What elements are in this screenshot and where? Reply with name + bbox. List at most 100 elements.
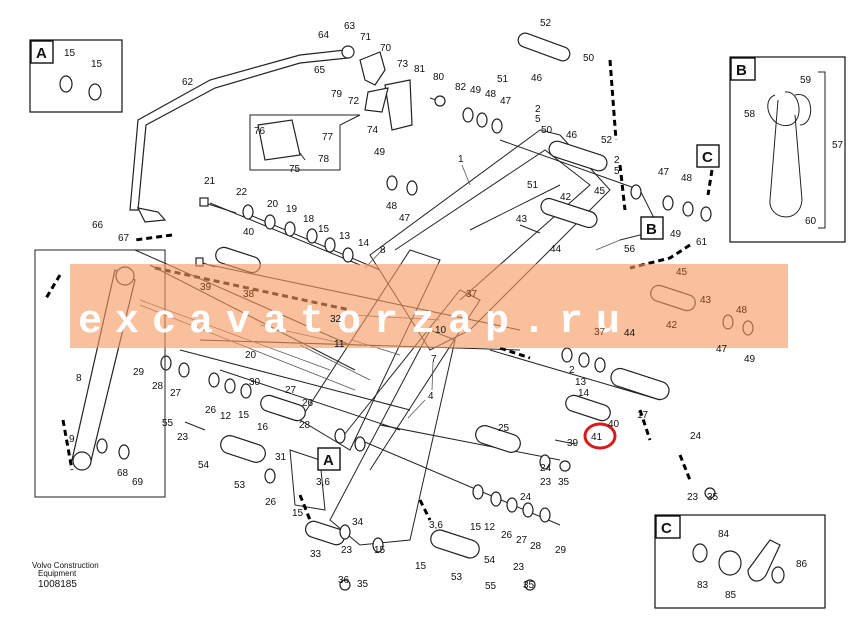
part-labels: 52 50 51 46 63 64 71 70 65 73 81 80 79 7… — [69, 18, 756, 592]
label-15d: 15 — [470, 522, 482, 533]
label-61: 61 — [696, 237, 708, 248]
label-18: 18 — [303, 214, 315, 225]
label-73: 73 — [397, 59, 409, 70]
watermark-text: excavatorzap.ru — [78, 300, 633, 345]
label-23d: 23 — [341, 545, 353, 556]
label-35d: 35 — [523, 580, 535, 591]
detail-c-label-84: 84 — [718, 529, 730, 540]
label-72: 72 — [348, 96, 360, 107]
label-5: 5 — [535, 114, 541, 125]
label-30: 30 — [249, 377, 261, 388]
label-46b: 46 — [566, 130, 578, 141]
label-46: 46 — [531, 73, 543, 84]
detail-panel-b: B 59 58 57 60 — [729, 56, 846, 243]
label-38: 38 — [243, 289, 255, 300]
label-35b: 35 — [707, 492, 719, 503]
label-23: 23 — [177, 432, 189, 443]
label-26: 26 — [302, 398, 314, 409]
label-53: 53 — [234, 480, 246, 491]
label-49c: 49 — [670, 229, 682, 240]
bracket-70-74 — [359, 51, 413, 131]
label-70: 70 — [380, 43, 392, 54]
label-64: 64 — [318, 30, 330, 41]
label-50: 50 — [583, 53, 595, 64]
label-49d: 49 — [744, 354, 756, 365]
label-62: 62 — [182, 77, 194, 88]
label-4: 4 — [428, 391, 434, 402]
label-63: 63 — [344, 21, 356, 32]
label-20: 20 — [267, 199, 279, 210]
label-8b: 8 — [76, 373, 82, 384]
label-39b: 39 — [567, 438, 579, 449]
label-48: 48 — [485, 89, 497, 100]
label-22: 22 — [236, 187, 248, 198]
label-15b: 15 — [238, 410, 250, 421]
label-40: 40 — [243, 227, 255, 238]
label-48c: 48 — [386, 201, 398, 212]
label-39: 39 — [200, 282, 212, 293]
detail-a-label-15b: 15 — [91, 59, 103, 70]
label-36: 36 — [338, 575, 350, 586]
label-47b: 47 — [658, 167, 670, 178]
label-43b: 43 — [700, 295, 712, 306]
detail-b-label-60: 60 — [805, 216, 817, 227]
label-47c: 47 — [399, 213, 411, 224]
label-68: 68 — [117, 468, 129, 479]
detail-b-label-59: 59 — [800, 75, 812, 86]
label-3-6b: 3,6 — [429, 520, 443, 531]
detail-b-label-58: 58 — [744, 109, 756, 120]
label-66: 66 — [92, 220, 104, 231]
label-49: 49 — [470, 85, 482, 96]
label-75: 75 — [289, 164, 301, 175]
label-29: 29 — [133, 367, 145, 378]
label-23c: 23 — [687, 492, 699, 503]
label-44b: 44 — [624, 328, 636, 339]
label-79: 79 — [331, 89, 343, 100]
label-31: 31 — [275, 452, 287, 463]
label-12b: 12 — [484, 522, 496, 533]
label-35: 35 — [558, 477, 570, 488]
label-3-6: 3,6 — [316, 477, 330, 488]
label-2b: 2 — [614, 155, 620, 166]
label-71: 71 — [360, 32, 372, 43]
label-26c: 26 — [265, 497, 277, 508]
callout-tags: C B A — [317, 144, 720, 471]
label-51b: 51 — [527, 180, 539, 191]
label-69: 69 — [132, 477, 144, 488]
label-54: 54 — [198, 460, 210, 471]
detail-tag-b: B — [736, 62, 747, 79]
label-15: 15 — [318, 224, 330, 235]
label-74: 74 — [367, 125, 379, 136]
label-55b: 55 — [485, 581, 497, 592]
highlight-circle-41 — [583, 422, 617, 450]
footer-maker: Volvo Construction — [32, 561, 99, 570]
label-23b: 23 — [540, 477, 552, 488]
label-15f: 15 — [415, 561, 427, 572]
detail-tag-a: A — [36, 45, 47, 62]
label-8: 8 — [380, 245, 386, 256]
label-76: 76 — [254, 126, 266, 137]
label-80: 80 — [433, 72, 445, 83]
label-14: 14 — [358, 238, 370, 249]
label-77: 77 — [322, 132, 334, 143]
label-55: 55 — [162, 418, 174, 429]
label-47d: 47 — [716, 344, 728, 355]
callout-b: B — [646, 221, 657, 238]
footer-sub: Equipment — [38, 569, 77, 578]
label-27c: 27 — [516, 535, 528, 546]
detail-a-label-15: 15 — [64, 48, 76, 59]
label-28c: 28 — [530, 541, 542, 552]
label-37b: 37 — [594, 327, 606, 338]
footer: Volvo Construction Equipment 1008185 — [32, 561, 99, 590]
link-rod-62 — [129, 45, 355, 223]
label-13b: 13 — [575, 377, 587, 388]
label-43: 43 — [516, 214, 528, 225]
detail-inset-bracket — [249, 114, 361, 171]
label-24: 24 — [690, 431, 702, 442]
label-47: 47 — [500, 96, 512, 107]
label-29b: 29 — [555, 545, 567, 556]
label-50b: 50 — [541, 125, 553, 136]
label-5b: 5 — [614, 166, 620, 177]
label-1: 1 — [458, 154, 464, 165]
label-2: 2 — [535, 104, 541, 115]
